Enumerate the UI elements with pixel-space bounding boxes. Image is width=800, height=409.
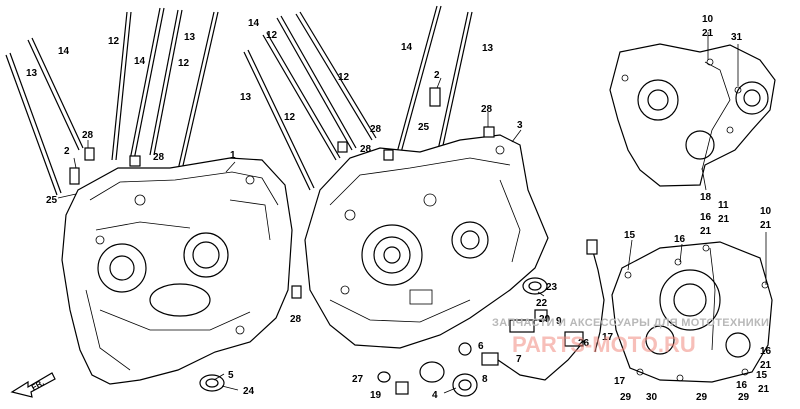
stud-bolts-middle [243,5,473,191]
callout-28: 28 [360,144,372,155]
callout-11: 11 [718,200,729,211]
callout-16: 16 [760,346,772,357]
callout-13: 13 [240,92,252,103]
callout-21: 21 [760,220,772,231]
callout-18: 18 [700,192,712,203]
callout-labels: 14 13 12 14 12 13 28 2 28 25 1 14 12 12 … [26,14,772,403]
callout-15: 15 [624,230,636,241]
callout-14: 14 [401,42,413,53]
callout-17: 17 [614,376,626,387]
callout-10: 10 [760,206,772,217]
right-crankcase-half [304,134,549,349]
callout-14: 14 [134,56,146,67]
callout-20: 20 [539,314,551,325]
cover-gasket-lower [586,239,773,383]
callout-25: 25 [418,122,430,133]
callout-29: 29 [738,392,750,403]
callout-23: 23 [546,282,558,293]
watermark-line: ЗАПЧАСТИ И АКСЕССУАРЫ ДЛЯ МОТОТЕХНИКИ [492,317,769,329]
callout-28: 28 [481,104,493,115]
callout-7: 7 [516,354,522,365]
small-parts [69,87,586,397]
callout-24: 24 [243,386,255,397]
callout-2: 2 [434,70,440,81]
callout-28: 28 [290,314,302,325]
watermark-brand: PARTS-MOTO.RU [512,332,696,357]
callout-2: 2 [64,146,70,157]
callout-26: 26 [578,338,590,349]
callout-4: 4 [432,390,438,401]
callout-13: 13 [482,43,494,54]
callout-27: 27 [352,374,364,385]
callout-29: 29 [696,392,708,403]
front-direction-arrow: FR. [10,372,56,398]
callout-12: 12 [178,58,190,69]
callout-25: 25 [46,195,58,206]
callout-21: 21 [760,360,772,371]
callout-13: 13 [26,68,38,79]
callout-15: 15 [756,370,768,381]
callout-13: 13 [184,32,196,43]
callout-30: 30 [646,392,658,403]
stud-bolts-left [5,7,219,196]
callout-12: 12 [284,112,296,123]
leader-lines [57,32,767,394]
callout-12: 12 [108,36,120,47]
left-crankcase-half [61,157,293,385]
cover-gasket-upper [609,43,776,187]
callout-29: 29 [620,392,632,403]
callout-21: 21 [718,214,730,225]
callout-5: 5 [228,370,234,381]
callout-10: 10 [702,14,714,25]
callout-12: 12 [338,72,350,83]
callout-21: 21 [758,384,770,395]
watermark: ЗАПЧАСТИ И АКСЕССУАРЫ ДЛЯ МОТОТЕХНИКИ PA… [492,317,769,357]
callout-14: 14 [248,18,260,29]
callout-31: 31 [731,32,743,43]
callout-28: 28 [153,152,165,163]
callout-6: 6 [478,341,484,352]
callout-28: 28 [370,124,382,135]
callout-16: 16 [674,234,686,245]
callout-8: 8 [482,374,488,385]
callout-22: 22 [536,298,548,309]
callout-28: 28 [82,130,94,141]
callout-17: 17 [602,332,614,343]
callout-16: 16 [700,212,712,223]
callout-21: 21 [700,226,712,237]
callout-19: 19 [370,390,382,401]
callout-21: 21 [702,28,714,39]
callout-16: 16 [736,380,748,391]
callout-1: 1 [230,150,236,161]
callout-9: 9 [556,316,562,327]
callout-12: 12 [266,30,278,41]
callout-14: 14 [58,46,70,57]
callout-3: 3 [517,120,523,131]
